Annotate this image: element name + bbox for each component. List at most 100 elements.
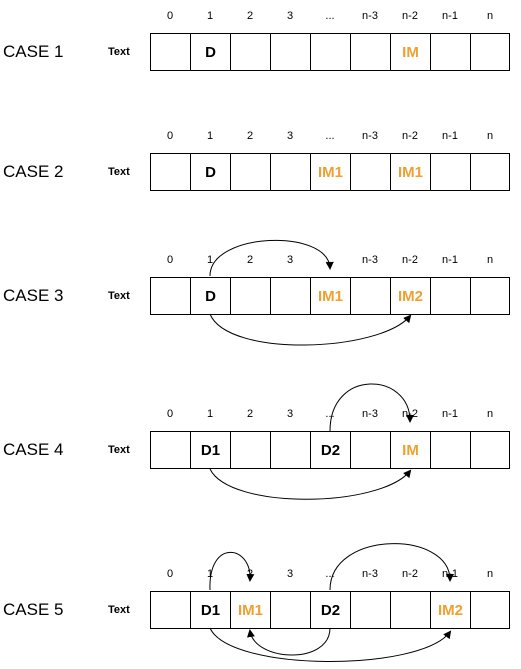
case-label: CASE 1 xyxy=(3,42,64,61)
array-cell xyxy=(151,278,191,314)
column-index: n-2 xyxy=(402,568,418,580)
column-index: 2 xyxy=(246,568,254,580)
column-index: n-3 xyxy=(362,408,378,420)
array-cell xyxy=(151,34,191,70)
column-index: 0 xyxy=(166,568,174,580)
array-cell xyxy=(351,432,391,468)
column-index: 1 xyxy=(206,568,214,580)
column-index: n-1 xyxy=(442,10,458,22)
column-index: 1 xyxy=(206,408,214,420)
array-cell xyxy=(311,34,351,70)
arrow-case5-bottom-large xyxy=(209,627,452,662)
array-cell xyxy=(271,34,311,70)
arrow-case5-bottom-small xyxy=(247,627,331,656)
case-label: CASE 4 xyxy=(3,440,64,459)
case-label: CASE 5 xyxy=(3,600,64,619)
array-cell xyxy=(471,432,511,468)
column-index: n xyxy=(486,408,494,420)
column-index: 0 xyxy=(166,254,174,266)
column-index: n-2 xyxy=(402,130,418,142)
array-cell: D2 xyxy=(311,432,351,468)
case-label: CASE 3 xyxy=(3,286,64,305)
column-index: ... xyxy=(325,568,335,580)
column-index: 2 xyxy=(246,254,254,266)
column-index: n-3 xyxy=(362,568,378,580)
array-cell: D xyxy=(191,154,231,190)
array-cell xyxy=(231,154,271,190)
column-index: n-3 xyxy=(362,254,378,266)
column-index: 1 xyxy=(206,130,214,142)
column-index: 3 xyxy=(286,10,294,22)
array-cell xyxy=(271,154,311,190)
array-cell: D xyxy=(191,34,231,70)
array-cell: IM1 xyxy=(231,592,271,628)
array-cell xyxy=(351,592,391,628)
array-cell xyxy=(351,154,391,190)
column-index: n-1 xyxy=(442,408,458,420)
array-cell: IM2 xyxy=(431,592,471,628)
column-index: n xyxy=(486,130,494,142)
arrow-case4-bottom xyxy=(209,468,412,500)
column-index: 3 xyxy=(286,130,294,142)
column-index: n-3 xyxy=(362,130,378,142)
array-cell xyxy=(151,154,191,190)
column-index: n-1 xyxy=(442,254,458,266)
array-cell: D1 xyxy=(191,432,231,468)
array-cell xyxy=(391,592,431,628)
array-cell xyxy=(431,34,471,70)
column-index: 1 xyxy=(206,254,214,266)
row-label: Text xyxy=(108,444,130,456)
column-index: n-2 xyxy=(402,254,418,266)
array-cell xyxy=(431,154,471,190)
array-cell: IM1 xyxy=(311,154,351,190)
array-cell: IM xyxy=(391,34,431,70)
array-cell xyxy=(271,432,311,468)
array-cell: D2 xyxy=(311,592,351,628)
column-index: n-2 xyxy=(402,10,418,22)
column-index: 2 xyxy=(246,10,254,22)
array-cell: D1 xyxy=(191,592,231,628)
column-index: n xyxy=(486,568,494,580)
column-index: 3 xyxy=(286,254,294,266)
case-label: CASE 2 xyxy=(3,162,64,181)
column-index: 1 xyxy=(206,10,214,22)
column-index: 0 xyxy=(166,408,174,420)
column-index: 0 xyxy=(166,130,174,142)
array-cell xyxy=(471,592,511,628)
array-cell: IM1 xyxy=(391,154,431,190)
row-label: Text xyxy=(108,604,130,616)
column-index: n-1 xyxy=(442,568,458,580)
column-index: n-1 xyxy=(442,130,458,142)
array-cell: IM1 xyxy=(311,278,351,314)
arrow-case3-bottom xyxy=(209,313,412,346)
column-index: n-3 xyxy=(362,10,378,22)
row-label: Text xyxy=(108,166,130,178)
array-cell xyxy=(151,592,191,628)
array-row: D1 D2 IM xyxy=(150,431,510,469)
array-cell xyxy=(231,278,271,314)
column-index: 0 xyxy=(166,10,174,22)
array-cell: IM xyxy=(391,432,431,468)
column-index: 2 xyxy=(246,408,254,420)
row-label: Text xyxy=(108,290,130,302)
column-index: ... xyxy=(325,130,335,142)
array-cell xyxy=(351,278,391,314)
array-cell xyxy=(431,432,471,468)
array-cell xyxy=(431,278,471,314)
array-cell xyxy=(231,34,271,70)
array-row: D IM1 IM1 xyxy=(150,153,510,191)
column-index: ... xyxy=(325,408,335,420)
column-index: 3 xyxy=(286,408,294,420)
column-index: n xyxy=(486,254,494,266)
array-row: D IM xyxy=(150,33,510,71)
column-index: ... xyxy=(325,254,335,266)
column-index: 2 xyxy=(246,130,254,142)
array-cell: D xyxy=(191,278,231,314)
column-index: n-2 xyxy=(402,408,418,420)
array-cell xyxy=(471,278,511,314)
column-index: 3 xyxy=(286,568,294,580)
array-cell xyxy=(151,432,191,468)
array-cell xyxy=(231,432,271,468)
